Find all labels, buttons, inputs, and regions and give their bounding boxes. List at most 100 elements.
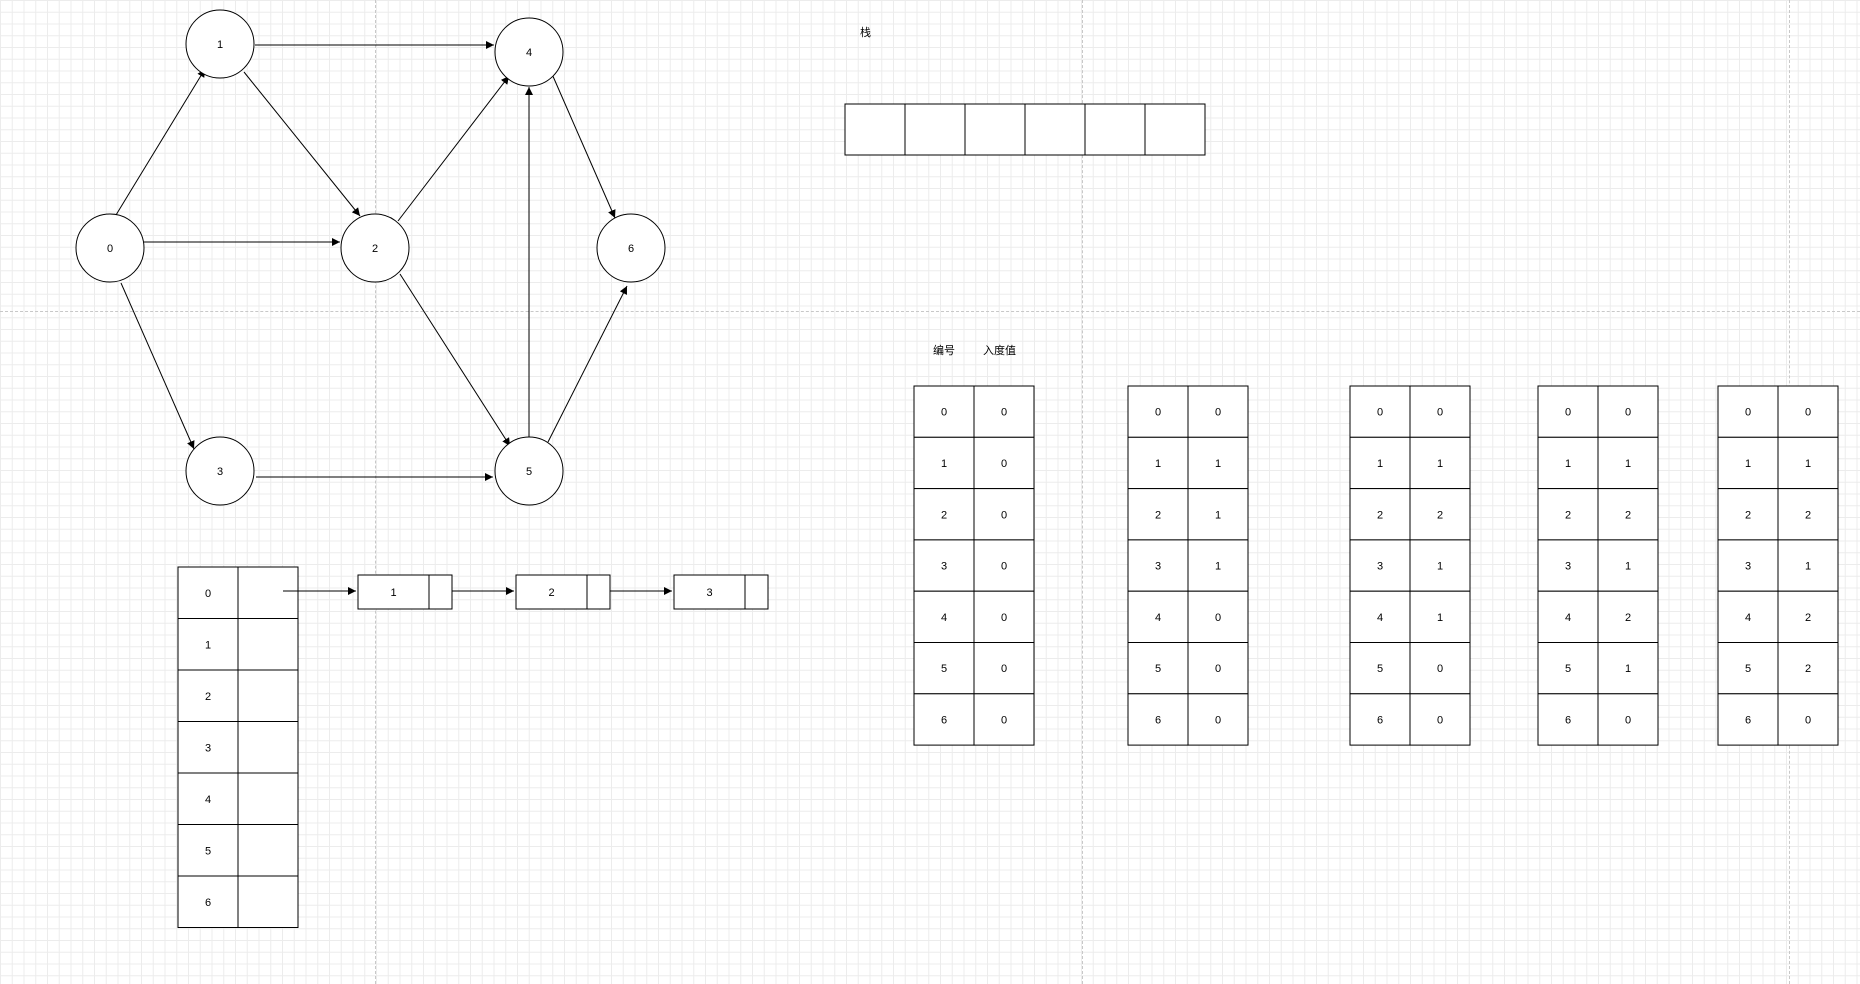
list-node: 2	[515, 574, 611, 610]
graph-node-4: 4	[494, 17, 564, 87]
indegree-id-cell: 2	[1537, 488, 1599, 541]
indegree-id-cell: 3	[913, 539, 975, 592]
indegree-id-cell: 5	[913, 642, 975, 695]
indegree-value-cell: 0	[1187, 642, 1249, 695]
indegree-id-cell: 0	[1127, 385, 1189, 438]
page-divider	[0, 311, 1860, 312]
indegree-value-cell: 0	[973, 642, 1035, 695]
indegree-id-cell-text: 6	[1565, 714, 1571, 726]
edge-0-3	[120, 282, 195, 450]
list-node-value: 3	[673, 574, 746, 610]
indegree-id-cell-text: 2	[1745, 509, 1751, 521]
list-node-value-text: 2	[548, 587, 554, 599]
indegree-value-cell: 0	[1777, 693, 1839, 746]
adjacency-index-cell-text: 5	[205, 845, 211, 857]
indegree-id-cell: 5	[1349, 642, 1411, 695]
indegree-value-cell-text: 0	[1215, 663, 1221, 675]
adjacency-pointer-cell	[237, 566, 299, 619]
indegree-id-cell-text: 5	[1565, 663, 1571, 675]
indegree-value-cell: 2	[1777, 642, 1839, 695]
indegree-value-cell: 2	[1597, 488, 1659, 541]
indegree-value-cell: 0	[1777, 385, 1839, 438]
indegree-value-cell-text: 2	[1625, 612, 1631, 624]
indegree-value-cell: 2	[1777, 590, 1839, 644]
indegree-value-cell-text: 0	[1001, 458, 1007, 470]
indegree-value-cell: 1	[1597, 436, 1659, 490]
indegree-id-cell-text: 1	[941, 458, 947, 470]
indegree-value-cell: 1	[1409, 539, 1471, 592]
indegree-value-cell: 2	[1597, 590, 1659, 644]
indegree-value-cell-text: 0	[1625, 407, 1631, 419]
indegree-value-cell-text: 1	[1805, 458, 1811, 470]
edge-4-6	[551, 73, 616, 219]
indegree-id-cell-text: 5	[1377, 663, 1383, 675]
indegree-id-cell-text: 1	[1155, 458, 1161, 470]
indegree-id-cell-text: 0	[1745, 407, 1751, 419]
indegree-value-cell: 0	[973, 590, 1035, 644]
indegree-value-cell: 1	[1187, 436, 1249, 490]
adjacency-pointer-cell	[237, 824, 299, 877]
indegree-value-cell-text: 1	[1437, 561, 1443, 573]
indegree-value-cell-text: 2	[1805, 663, 1811, 675]
indegree-id-cell: 4	[1537, 590, 1599, 644]
indegree-value-cell: 1	[1597, 539, 1659, 592]
adjacency-pointer-cell	[237, 618, 299, 671]
indegree-id-cell-text: 3	[1155, 561, 1161, 573]
adjacency-index-cell: 4	[177, 772, 239, 825]
indegree-value-cell: 0	[1187, 693, 1249, 746]
indegree-id-cell-text: 6	[941, 714, 947, 726]
indegree-id-cell-text: 5	[1745, 663, 1751, 675]
indegree-id-cell: 0	[1537, 385, 1599, 438]
indegree-id-cell: 6	[913, 693, 975, 746]
adjacency-index-cell-text: 2	[205, 691, 211, 703]
indegree-value-cell-text: 1	[1215, 458, 1221, 470]
indegree-value-cell-text: 0	[1001, 509, 1007, 521]
graph-node-label: 2	[372, 243, 378, 255]
graph-node-label: 3	[217, 466, 223, 478]
indegree-value-cell: 0	[973, 436, 1035, 490]
indegree-id-cell: 3	[1717, 539, 1779, 592]
indegree-value-cell-text: 1	[1215, 561, 1221, 573]
indegree-value-cell: 0	[1597, 385, 1659, 438]
indegree-value-cell: 0	[1409, 385, 1471, 438]
graph-node-1: 1	[185, 9, 255, 79]
stack	[844, 103, 1206, 156]
indegree-value-cell-text: 0	[1805, 714, 1811, 726]
adjacency-index-cell-text: 0	[205, 588, 211, 600]
indegree-id-cell: 2	[1349, 488, 1411, 541]
indegree-value-cell-text: 1	[1625, 561, 1631, 573]
adjacency-pointer-cell	[237, 875, 299, 928]
indegree-id-cell-text: 4	[941, 612, 947, 624]
indegree-id-cell-text: 6	[1377, 714, 1383, 726]
indegree-id-cell-text: 4	[1745, 612, 1751, 624]
indegree-value-cell-text: 0	[1215, 612, 1221, 624]
indegree-value-cell-text: 0	[1437, 407, 1443, 419]
indegree-id-cell-text: 3	[1377, 561, 1383, 573]
indegree-id-cell-text: 3	[941, 561, 947, 573]
stack-cell	[904, 103, 966, 156]
indegree-id-cell-text: 6	[1745, 714, 1751, 726]
indegree-value-cell: 0	[1597, 693, 1659, 746]
stack-cell	[1144, 103, 1206, 156]
indegree-id-cell: 6	[1717, 693, 1779, 746]
indegree-id-cell: 1	[913, 436, 975, 490]
indegree-value-cell-text: 2	[1805, 612, 1811, 624]
adjacency-index-cell-text: 3	[205, 742, 211, 754]
indegree-id-cell: 2	[913, 488, 975, 541]
stack-title: 栈	[860, 26, 871, 39]
list-node-next	[744, 574, 769, 610]
indegree-id-cell-text: 0	[1155, 407, 1161, 419]
indegree-id-cell: 6	[1537, 693, 1599, 746]
indegree-id-cell-text: 6	[1155, 714, 1161, 726]
indegree-id-cell-text: 5	[941, 663, 947, 675]
indegree-value-cell: 0	[1409, 642, 1471, 695]
indegree-id-cell: 5	[1127, 642, 1189, 695]
adjacency-pointer-cell	[237, 772, 299, 825]
graph-node-label: 5	[526, 466, 532, 478]
edge-0-1	[115, 68, 206, 216]
indegree-id-cell-text: 2	[1565, 509, 1571, 521]
indegree-id-cell: 1	[1717, 436, 1779, 490]
adjacency-index-cell-text: 4	[205, 794, 211, 806]
indegree-value-cell-text: 0	[1001, 561, 1007, 573]
